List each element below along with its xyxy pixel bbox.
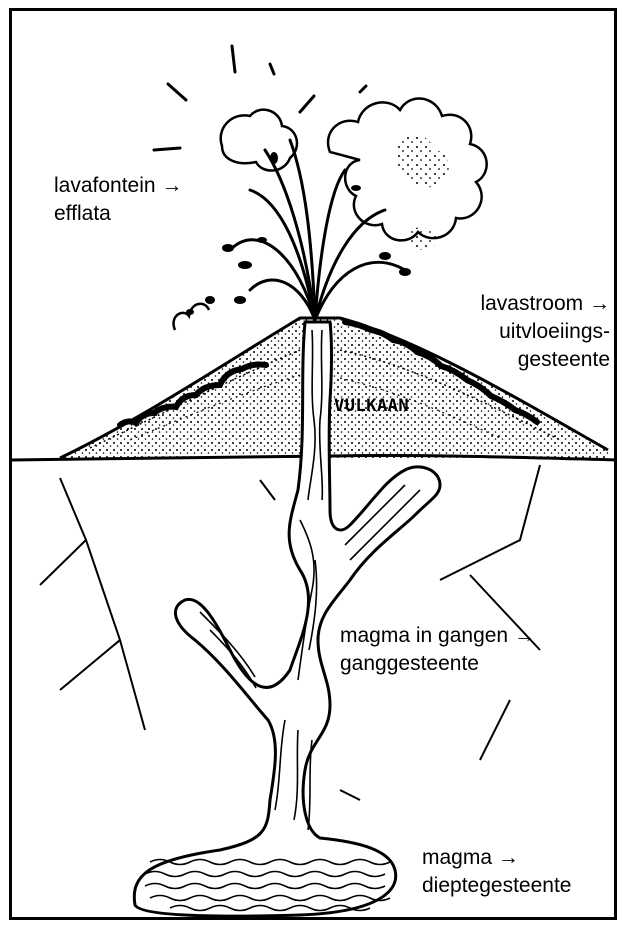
label-lavastroom: lavastroom → uitvloeiings- gesteente: [480, 290, 610, 374]
label-gangen: magma in gangen → ganggesteente: [340, 622, 535, 678]
label-lavastroom-line1: lavastroom →: [480, 290, 610, 318]
ash-curl: [174, 304, 209, 330]
label-lavastroom-line2: uitvloeiings-: [480, 318, 610, 346]
label-magma-line2: dieptegesteente: [422, 872, 571, 900]
label-gangen-line1: magma in gangen →: [340, 622, 535, 650]
label-magma: magma → dieptegesteente: [422, 844, 571, 900]
label-volcano: VULKAAN: [334, 396, 409, 416]
label-magma-line1: magma →: [422, 844, 571, 872]
label-lavafontein: lavafontein → efflata: [54, 172, 182, 228]
label-gangen-line2: ganggesteente: [340, 650, 535, 678]
label-lavafontein-line2: efflata: [54, 200, 182, 228]
label-lavastroom-line3: gesteente: [480, 346, 610, 374]
label-lavafontein-line1: lavafontein →: [54, 172, 182, 200]
